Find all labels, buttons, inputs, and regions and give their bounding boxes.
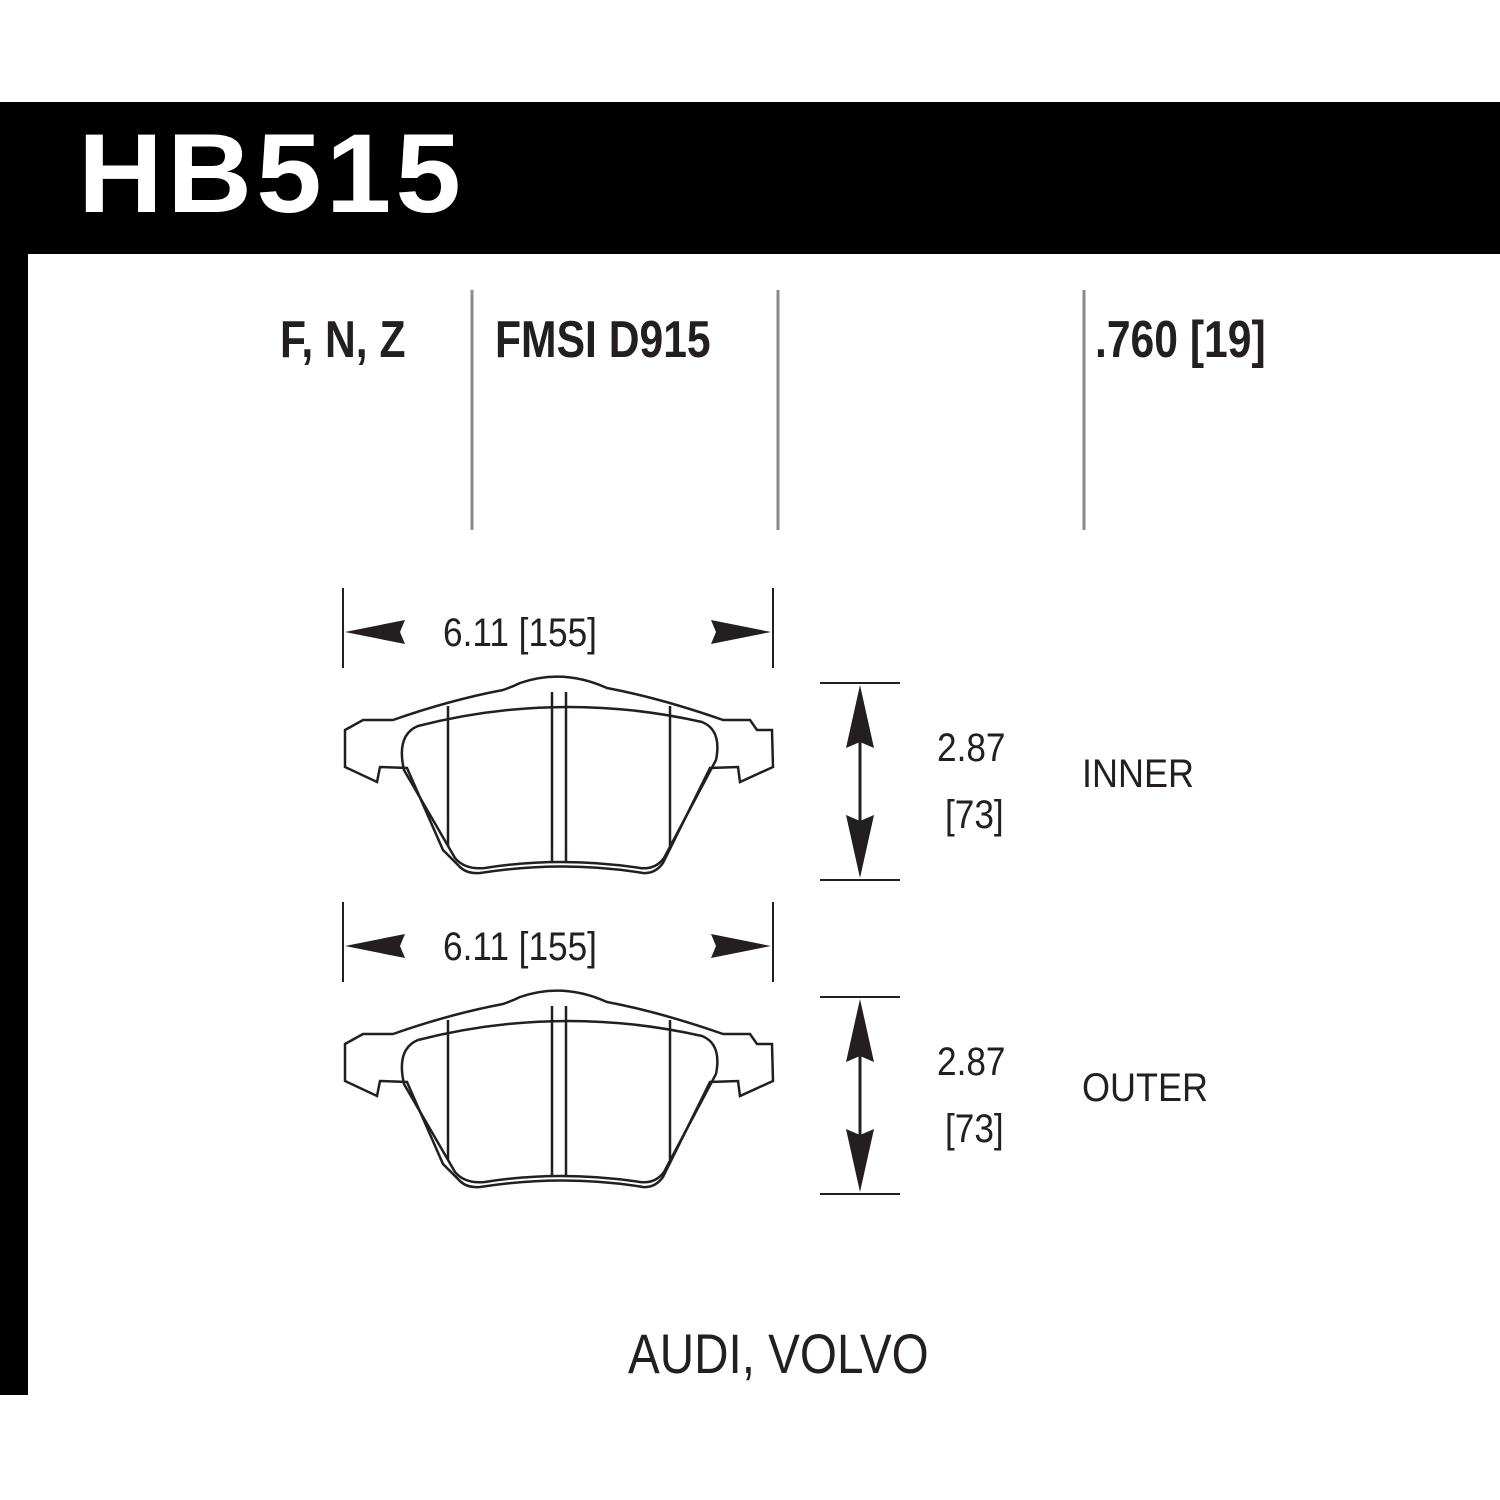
- outer-height-mm: [73]: [945, 1107, 1004, 1151]
- outer-pad-drawing: [341, 900, 902, 1196]
- inner-label: INNER: [1082, 752, 1195, 796]
- spec-dividers: [470, 290, 1086, 530]
- fmsi-number: FMSI D915: [495, 311, 711, 369]
- inner-height-inches: 2.87: [937, 726, 1006, 770]
- compound-codes: F, N, Z: [280, 311, 406, 369]
- left-border-bar: [0, 102, 28, 1395]
- inner-pad-drawing: [341, 586, 902, 882]
- outer-height-inches: 2.87: [937, 1040, 1006, 1084]
- outer-width-dimension: 6.11 [155]: [443, 925, 597, 969]
- inner-height-mm: [73]: [945, 793, 1004, 837]
- part-number-title: HB515: [78, 111, 466, 236]
- pad-thickness: .760 [19]: [1095, 311, 1266, 369]
- vehicle-applications: AUDI, VOLVO: [628, 1322, 929, 1385]
- outer-label: OUTER: [1082, 1066, 1208, 1110]
- inner-width-dimension: 6.11 [155]: [443, 611, 597, 655]
- header-band: [0, 102, 1500, 254]
